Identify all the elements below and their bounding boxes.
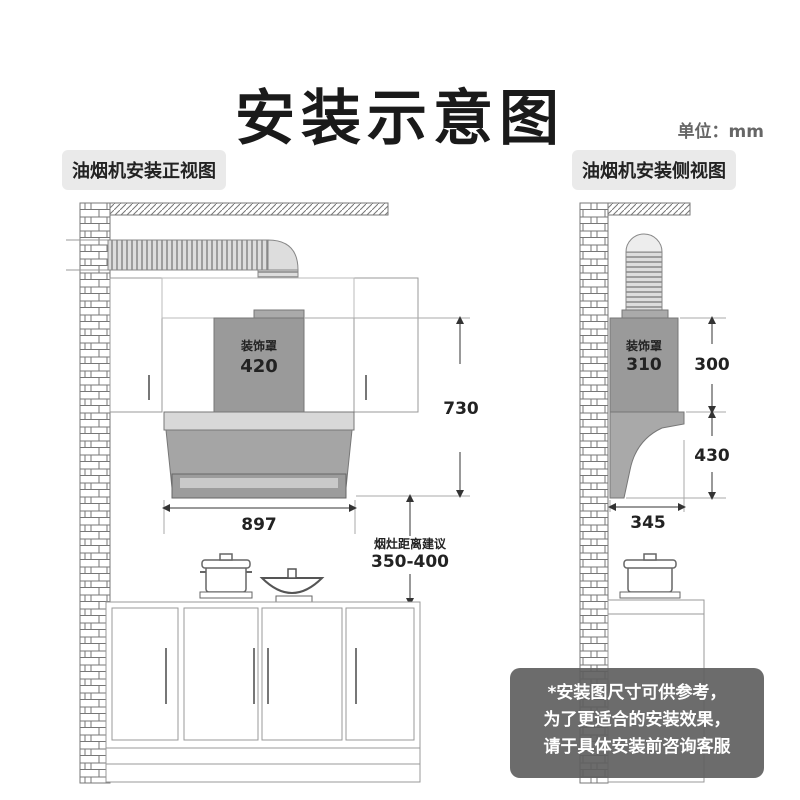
front-height-730: 730 [443, 399, 479, 419]
side-duct [625, 251, 663, 311]
page-title: 安装示意图 [235, 84, 565, 154]
side-upper-height: 300 [694, 355, 730, 375]
front-wok [259, 577, 325, 594]
side-hood-body [609, 411, 685, 499]
front-rice-cooker [205, 565, 247, 593]
front-width-897: 897 [241, 515, 277, 535]
distance-value: 350-400 [371, 552, 449, 572]
side-depth: 345 [630, 513, 666, 533]
front-brick-wall [79, 202, 111, 784]
unit-label: 单位：mm [677, 122, 764, 142]
distance-label: 烟灶距离建议 [374, 536, 447, 551]
side-lower-height: 430 [694, 446, 730, 466]
side-ceiling [607, 202, 691, 216]
advisory-note: *安装图尺寸可供参考， 为了更适合的安装效果， 请于具体安装前咨询客服 [510, 668, 764, 778]
side-hood-cover [609, 317, 679, 413]
side-hood-depth: 310 [626, 355, 662, 375]
side-hood-cover-label: 装饰罩 [625, 338, 662, 353]
front-duct-horizontal [107, 239, 269, 271]
front-hood-cover-width: 420 [240, 356, 278, 377]
side-rice-cooker [627, 565, 673, 593]
front-hood-top [163, 411, 355, 431]
front-hood-cover [213, 317, 305, 415]
note-line-3: 请于具体安装前咨询客服 [543, 737, 731, 757]
note-line-1: *安装图尺寸可供参考， [547, 683, 727, 703]
note-line-2: 为了更适合的安装效果， [543, 710, 731, 730]
side-view-label: 油烟机安装侧视图 [572, 150, 736, 190]
front-view-label: 油烟机安装正视图 [62, 150, 226, 190]
front-hood-cover-label: 装饰罩 [240, 338, 277, 353]
front-ceiling [109, 202, 389, 216]
front-view: 装饰罩 420 730 897 烟灶距离建议 350-400 [66, 202, 479, 784]
